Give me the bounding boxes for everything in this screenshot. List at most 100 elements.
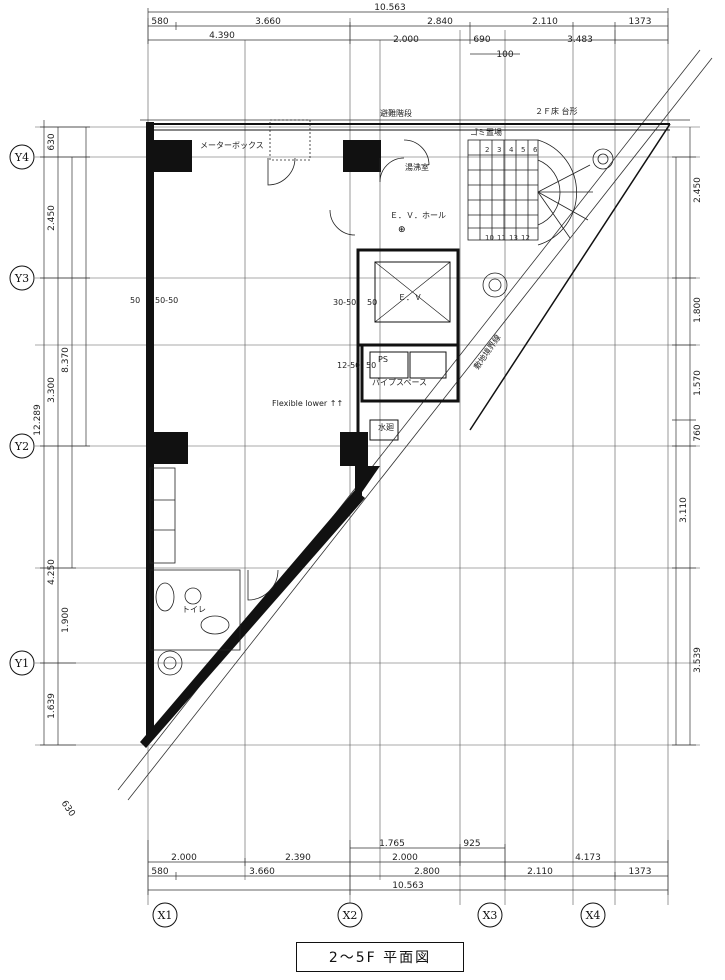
label-elec-room: 湯沸室: [405, 162, 429, 172]
top-dimension-texts: 10.563 580 3.660 2.840 2.110 1373 4.390 …: [151, 3, 651, 60]
grid-bubble-y3: Y3: [9, 265, 35, 291]
svg-text:Y2: Y2: [14, 440, 29, 453]
dim-top-d: 2.110: [532, 17, 558, 27]
label-wall-dims-1: 30-50: [333, 298, 356, 307]
dim-bottom-b: 925: [463, 839, 480, 849]
label-ev-hall: Ｅ．Ｖ．ホール: [390, 211, 446, 220]
drawing-title: 2～5F 平面図: [328, 950, 432, 966]
dim-bottom-c: 2.000: [171, 853, 197, 863]
dim-bottom-i: 2.800: [414, 867, 440, 877]
dim-bottom-left-diag: 630: [59, 799, 77, 819]
dim-top-h: 690: [473, 35, 490, 45]
dim-bottom-d: 2.390: [285, 853, 311, 863]
dim-left-h: 1.639: [47, 693, 57, 719]
dim-top-j: 100: [496, 50, 513, 60]
room-labels: Ｅ．Ｖ．ホール ⊕ Ｅ．Ｖ 30-50 50 12-50 50 50 50-50…: [130, 106, 578, 614]
dim-bottom-f: 4.173: [575, 853, 601, 863]
dim-top-total: 10.563: [374, 3, 406, 13]
svg-text:X3: X3: [483, 909, 498, 922]
column-x2-y2: [340, 432, 368, 466]
drain-circle-mid: [482, 272, 508, 298]
label-mark-b: PS: [378, 355, 388, 364]
dim-bottom-g: 580: [151, 867, 168, 877]
label-mark-c: 水廻: [378, 422, 394, 432]
column-diagonal: [355, 466, 380, 495]
dim-right-f: 3.539: [693, 647, 703, 673]
svg-text:11: 11: [497, 234, 506, 242]
left-dimension-lines: [40, 120, 90, 746]
right-dimension-texts: 2.450 1.800 1.570 760 3.110 3.539: [679, 177, 703, 673]
svg-text:X1: X1: [158, 909, 173, 922]
dim-top-i: 3.483: [567, 35, 593, 45]
svg-text:X4: X4: [586, 909, 601, 922]
dim-top-e: 1373: [629, 17, 652, 27]
dim-bottom-e: 2.000: [392, 853, 418, 863]
label-pipe-space: パイプスペース: [372, 378, 427, 387]
label-ev: Ｅ．Ｖ: [398, 293, 422, 302]
dim-bottom-a: 1.765: [379, 839, 405, 849]
drain-circle-low: [157, 650, 183, 676]
column-x2-y4: [343, 140, 381, 172]
right-dimension-lines: [672, 127, 696, 746]
label-toilet: トイレ: [182, 605, 206, 614]
dim-right-c: 1.570: [693, 370, 703, 396]
dim-left-c: 12.289: [33, 404, 43, 436]
dim-top-a: 580: [151, 17, 168, 27]
core-walls: [356, 248, 460, 441]
grid-bubble-x1: X1: [152, 902, 178, 928]
label-stairs-top: 避難階段: [380, 108, 412, 118]
svg-text:3: 3: [497, 146, 501, 154]
doors: [247, 139, 430, 601]
grid-bubble-x3: X3: [477, 902, 503, 928]
dim-left-f: 4.250: [47, 559, 57, 585]
dim-right-b: 1.800: [693, 297, 703, 323]
dim-left-d: 8.370: [61, 347, 71, 373]
grid-bubble-y4: Y4: [9, 144, 35, 170]
grid-bubble-x2: X2: [337, 902, 363, 928]
top-dimension-lines: [147, 8, 669, 55]
dim-bottom-j: 2.110: [527, 867, 553, 877]
bottom-dimension-texts: 1.765 925 2.000 2.390 2.000 4.173 580 3.…: [59, 799, 652, 891]
column-x1-y2: [150, 432, 188, 464]
label-wall-dims-4: 50: [366, 361, 376, 370]
grid-bubble-y1: Y1: [9, 650, 35, 676]
dim-top-f: 4.390: [209, 31, 235, 41]
dim-left-g: 1.900: [61, 607, 71, 633]
dim-left-b: 2.450: [47, 205, 57, 231]
dim-bottom-k: 1373: [629, 867, 652, 877]
label-boundary: 敷地境界線: [471, 333, 502, 372]
grid-bubbles-y: Y4 Y3 Y2 Y1: [9, 144, 35, 676]
svg-text:12: 12: [521, 234, 530, 242]
svg-text:Y1: Y1: [14, 657, 29, 670]
label-note: Flexible lower ↑↑: [272, 399, 343, 408]
dim-right-a: 2.450: [693, 177, 703, 203]
grid-bubbles-x: X1 X2 X3 X4: [152, 902, 606, 928]
label-mark-a: ゴミ置場: [470, 127, 502, 137]
label-wall-dims-3: 12-50: [337, 361, 360, 370]
svg-text:5: 5: [521, 146, 525, 154]
dim-top-g: 2.000: [393, 35, 419, 45]
drain-circle-top: [592, 148, 614, 170]
svg-text:Y3: Y3: [14, 272, 29, 285]
dim-top-c: 2.840: [427, 17, 453, 27]
grid-bubble-y2: Y2: [9, 433, 35, 459]
svg-text:2: 2: [485, 146, 489, 154]
stairs: [467, 139, 593, 246]
svg-text:13: 13: [509, 234, 518, 242]
dim-bottom-l: 10.563: [392, 881, 424, 891]
grid-bubble-x4: X4: [580, 902, 606, 928]
label-col-left-1: 50: [130, 296, 140, 305]
drawing-title-box: 2～5F 平面図: [296, 942, 464, 972]
svg-text:Y4: Y4: [14, 151, 29, 164]
dim-left-a: 630: [47, 133, 57, 150]
label-parking-note: ２Ｆ床 台形: [535, 106, 578, 116]
svg-text:4: 4: [509, 146, 514, 154]
svg-text:10: 10: [485, 234, 494, 242]
label-ev-hall-mark: ⊕: [398, 225, 406, 235]
label-meter-box: メーターボックス: [200, 141, 264, 150]
svg-text:6: 6: [533, 146, 538, 154]
svg-text:X2: X2: [343, 909, 358, 922]
label-col-left-2: 50-50: [155, 296, 178, 305]
